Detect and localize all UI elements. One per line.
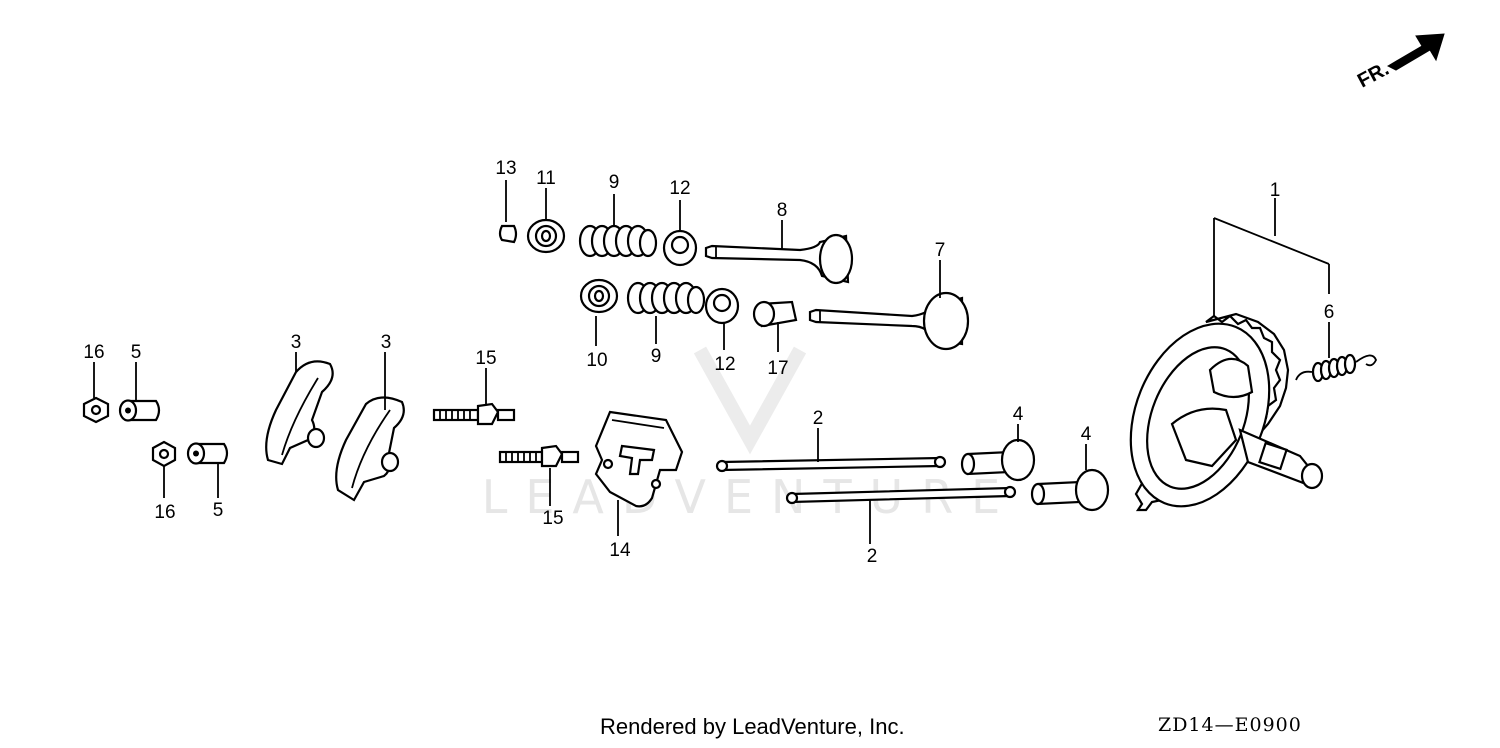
part-pivot-5-lower (186, 442, 229, 465)
callout-8: 8 (777, 200, 788, 221)
part-rocker-arm-3-left (265, 360, 334, 466)
part-stud-15-lower (498, 444, 580, 468)
callout-3-left: 3 (291, 332, 302, 353)
part-tappet-4-upper (960, 438, 1036, 482)
footer-credit: Rendered by LeadVenture, Inc. (600, 714, 905, 739)
callout-11: 11 (536, 168, 556, 189)
callout-16-upper: 16 (83, 342, 104, 363)
direction-label: FR. (1354, 58, 1393, 93)
part-valve-spring-9-upper (578, 224, 658, 258)
callout-labels: 1 2 2 3 3 4 4 5 5 6 7 8 9 9 10 11 12 12 … (83, 158, 1334, 567)
part-retainer-11 (526, 218, 566, 254)
part-retainer-10 (579, 278, 619, 314)
callout-15-lower: 15 (542, 508, 563, 529)
callout-13: 13 (495, 158, 516, 179)
callout-2-upper: 2 (813, 408, 824, 429)
part-nut-16-upper (82, 396, 110, 424)
part-tappet-4-lower (1030, 468, 1110, 512)
part-push-rod-2-upper (715, 455, 947, 473)
part-decompressor-spring-6 (1295, 353, 1377, 383)
part-valve-seal-12-lower (704, 287, 740, 325)
part-rocker-arm-3-right (335, 396, 405, 502)
part-valve-spring-9-lower (626, 281, 706, 315)
part-cotter-13 (498, 224, 518, 244)
callout-12-lower: 12 (714, 354, 735, 375)
callout-4-lower: 4 (1081, 424, 1092, 445)
callout-2-lower: 2 (867, 546, 878, 567)
part-valve-7 (808, 291, 970, 351)
part-pivot-5-upper (118, 399, 161, 422)
callout-9-lower: 9 (651, 346, 662, 367)
callout-1: 1 (1270, 180, 1281, 201)
front-direction-arrow-icon: FR. (1354, 33, 1445, 93)
callout-9-upper: 9 (609, 172, 620, 193)
part-camshaft-1 (1129, 312, 1324, 512)
callout-4-upper: 4 (1013, 404, 1024, 425)
callout-12-upper: 12 (669, 178, 690, 199)
part-valve-guide-17 (752, 300, 798, 328)
diagram-code: ZD14—E0900 (1158, 714, 1302, 736)
part-guide-plate-14 (594, 410, 684, 508)
leader-lines (93, 180, 1330, 544)
part-stud-15-upper (432, 402, 516, 426)
callout-17: 17 (767, 358, 788, 379)
callout-5-lower: 5 (213, 500, 224, 521)
part-valve-8 (704, 233, 854, 285)
callout-14: 14 (609, 540, 631, 561)
callout-10: 10 (586, 350, 607, 371)
callout-16-lower: 16 (154, 502, 175, 523)
callout-7: 7 (935, 240, 946, 261)
part-push-rod-2-lower (785, 485, 1017, 505)
callout-5-upper: 5 (131, 342, 142, 363)
callout-15-upper: 15 (475, 348, 496, 369)
callout-6: 6 (1324, 302, 1335, 323)
part-valve-seal-12-upper (662, 229, 698, 267)
part-nut-16-lower (151, 440, 177, 468)
callout-3-right: 3 (381, 332, 392, 353)
